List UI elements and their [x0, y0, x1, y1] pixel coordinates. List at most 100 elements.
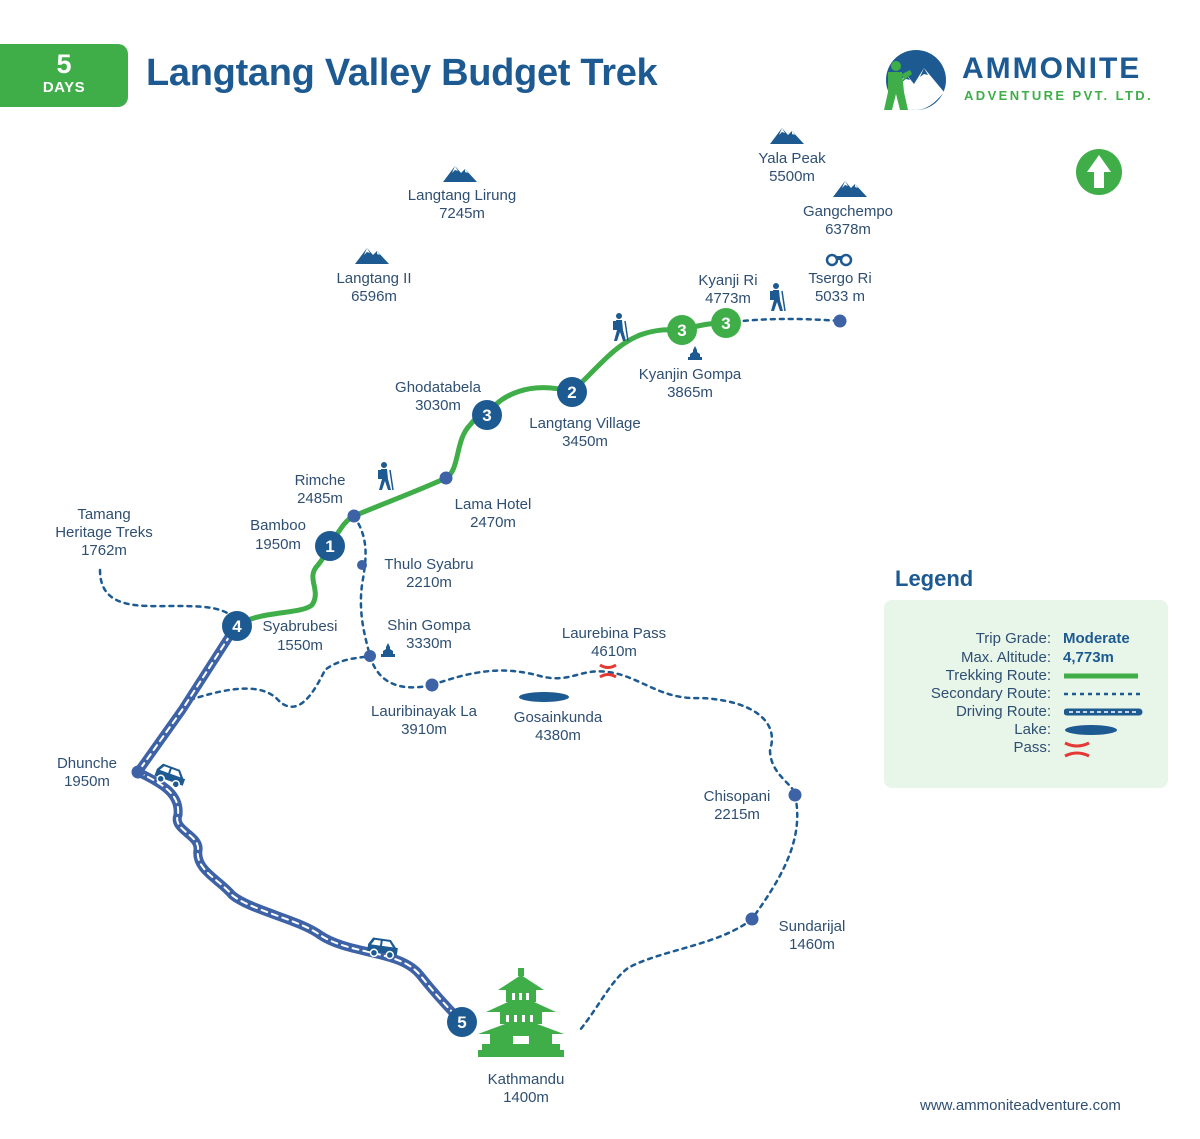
legend: Trip Grade: Moderate Max. Altitude: 4,77… [884, 600, 1168, 788]
lake-gosainkunda [519, 692, 569, 702]
place-lauribinayak-la-name: Lauribinayak La [371, 703, 478, 720]
legend-trekking-label: Trekking Route: [945, 667, 1051, 684]
place-tamang-name-1: Tamang [77, 506, 130, 523]
place-kyanji-ri-name: Kyanji Ri [698, 272, 757, 289]
place-kathmandu-name: Kathmandu [488, 1071, 565, 1088]
place-sundarijal-alt: 1460m [789, 936, 835, 953]
legend-altitude-label: Max. Altitude: [960, 649, 1051, 666]
peak-langtang-ii-name: Langtang II [336, 270, 411, 287]
legend-driving-label: Driving Route: [955, 703, 1051, 720]
place-tsergo-ri-alt: 5033 m [815, 288, 865, 305]
peak-gangchempo-alt: 6378m [825, 221, 871, 238]
legend-row-lake: Lake: [884, 721, 1168, 739]
brand-tagline: ADVENTURE PVT. LTD. [964, 88, 1154, 103]
waypoint-dots [131, 314, 847, 926]
mountain-icon-yala-peak [770, 128, 804, 144]
place-tsergo-ri-name: Tsergo Ri [808, 270, 871, 287]
place-chisopani-name: Chisopani [704, 788, 771, 805]
binoculars-icon [825, 253, 853, 267]
legend-row-driving: Driving Route: [884, 703, 1168, 721]
day-marker-3-kyanji-ri: 3 [711, 308, 741, 338]
route-chisopani-sundarijal [750, 793, 799, 921]
svg-text:1: 1 [325, 537, 334, 556]
mountain-icon-langtang-lirung [443, 166, 477, 182]
place-dhunche-alt: 1950m [64, 773, 110, 790]
legend-pass-label: Pass: [1013, 739, 1051, 756]
legend-grade-value: Moderate [1063, 630, 1130, 647]
day-marker-5: 5 [447, 1007, 477, 1037]
svg-text:3: 3 [482, 406, 491, 425]
route-dhunche-shin [188, 654, 372, 708]
temple-icon-kathmandu [478, 968, 564, 1057]
days-badge: 5 DAYS [0, 44, 128, 107]
place-lauribinayak-la-alt: 3910m [401, 721, 447, 738]
place-lama-hotel-name: Lama Hotel [455, 496, 532, 513]
day-marker-4: 4 [222, 611, 252, 641]
place-tamang-name-2: Heritage Treks [55, 524, 153, 541]
legend-row-grade: Trip Grade: Moderate [884, 630, 1168, 648]
place-syabrubesi-name: Syabrubesi [262, 618, 337, 635]
place-kyanjin-gompa-name: Kyanjin Gompa [639, 366, 742, 383]
legend-row-secondary: Secondary Route: [884, 685, 1168, 703]
legend-row-altitude: Max. Altitude: 4,773m [884, 649, 1168, 667]
place-thulo-syabru-name: Thulo Syabru [384, 556, 473, 573]
place-bamboo-name: Bamboo [250, 517, 306, 534]
driving-route [133, 621, 467, 1027]
place-rimche-alt: 2485m [297, 490, 343, 507]
days-number: 5 [56, 49, 72, 79]
legend-secondary-label: Secondary Route: [930, 685, 1051, 702]
svg-text:2: 2 [567, 383, 576, 402]
place-tamang-alt: 1762m [81, 542, 127, 559]
place-ghodatabela-alt: 3030m [415, 397, 461, 414]
route-shin-to-lauribinayak [368, 654, 434, 689]
place-thulo-syabru-alt: 2210m [406, 574, 452, 591]
place-shin-gompa-name: Shin Gompa [387, 617, 471, 634]
peak-langtang-lirung-alt: 7245m [439, 205, 485, 222]
hiker-icon-rimche [377, 461, 394, 491]
peak-langtang-lirung-name: Langtang Lirung [408, 187, 516, 204]
legend-trekking-swatch [1064, 673, 1138, 679]
peak-gangchempo-name: Gangchempo [803, 203, 893, 220]
svg-text:3: 3 [721, 314, 730, 333]
peak-yala-alt: 5500m [769, 168, 815, 185]
place-kyanjin-gompa-alt: 3865m [667, 384, 713, 401]
place-chisopani-alt: 2215m [714, 806, 760, 823]
place-laurebina-pass-alt: 4610m [591, 643, 637, 660]
legend-row-trekking: Trekking Route: [884, 667, 1168, 685]
days-label: DAYS [42, 79, 86, 96]
route-thulo-syabru [352, 514, 372, 658]
legend-pass-swatch [1064, 741, 1090, 758]
day-marker-3-ghodatabela: 3 [472, 400, 502, 430]
place-langtang-village-alt: 3450m [562, 433, 608, 450]
stupa-icon-kyanjin [688, 346, 702, 360]
trekking-route [233, 320, 729, 629]
website-url[interactable]: www.ammoniteadventure.com [920, 1097, 1121, 1114]
stupa-icon-shin-gompa [381, 643, 395, 657]
svg-text:5: 5 [457, 1013, 466, 1032]
day-marker-3-kyanjin: 3 [667, 315, 697, 345]
legend-row-pass: Pass: [884, 739, 1168, 758]
peak-langtang-ii-alt: 6596m [351, 288, 397, 305]
route-tsergo [724, 317, 842, 325]
place-rimche-name: Rimche [295, 472, 346, 489]
place-kyanji-ri-alt: 4773m [705, 290, 751, 307]
place-shin-gompa-alt: 3330m [406, 635, 452, 652]
page-title: Langtang Valley Budget Trek [146, 52, 658, 94]
mountain-icon-langtang-ii [355, 248, 389, 264]
svg-text:4: 4 [232, 617, 242, 636]
legend-secondary-swatch [1064, 692, 1142, 696]
route-gosainkunda [430, 669, 797, 797]
day-marker-1: 1 [315, 531, 345, 561]
legend-grade-label: Trip Grade: [975, 630, 1051, 647]
place-kathmandu-alt: 1400m [503, 1089, 549, 1106]
place-laurebina-pass-name: Laurebina Pass [562, 625, 666, 642]
place-gosainkunda-alt: 4380m [535, 727, 581, 744]
place-sundarijal-name: Sundarijal [779, 918, 846, 935]
place-syabrubesi-alt: 1550m [277, 637, 323, 654]
legend-driving-swatch [1064, 708, 1143, 716]
pass-icon-laurebina [599, 663, 617, 679]
legend-altitude-value: 4,773m [1063, 649, 1114, 666]
brand-logo: AMMONITE ADVENTURE PVT. LTD. [880, 48, 1170, 112]
route-tamang [98, 568, 238, 622]
hiker-icon-tsergo [769, 282, 786, 312]
